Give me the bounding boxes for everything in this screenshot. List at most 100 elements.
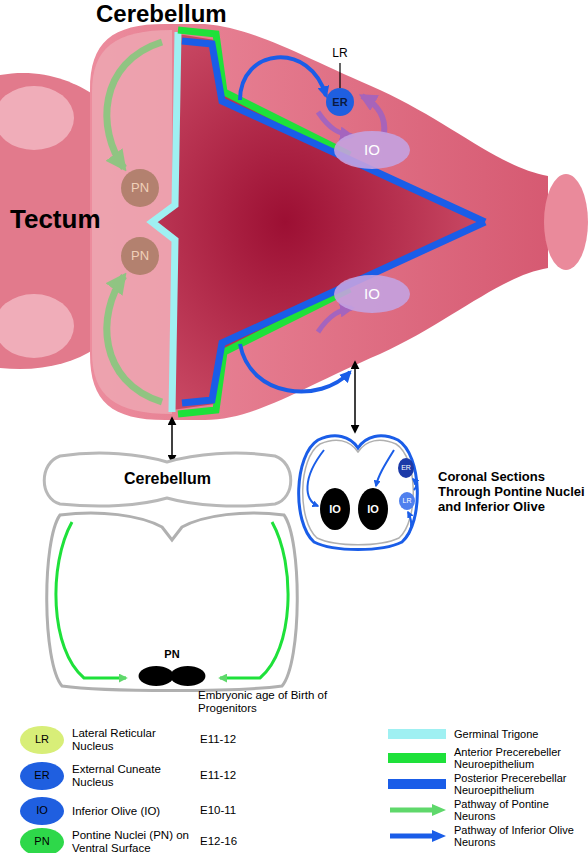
legend-text: Inferior Olive (IO) [72,797,195,825]
nucleus-shape [399,492,415,510]
olive-pathway-arrow [376,450,394,486]
nucleus-shape [398,458,414,478]
legend-swatch [20,762,64,790]
leader-line [339,63,340,88]
legend-text: Pontine Nuclei (PN) on Ventral Surface [72,828,195,853]
reticular-pathway-arrow [404,512,411,540]
nucleus-circle: PN [121,169,159,207]
legend-swatch-box [388,753,446,763]
olive-pathway-arrow [307,450,324,506]
legend-text: External Cuneate Nucleus [72,762,195,790]
anterior-neuroepithelium-band [178,30,350,155]
legend-swatch [388,753,446,763]
node-label: PN [131,249,149,263]
legend-entry: Germinal Trigone [388,721,586,747]
legend-text: Posterior Precerebellar Neuroepithelium [454,771,586,797]
node-label: IO [329,503,341,515]
node-label: ER [401,464,411,472]
callout-label: LR [326,47,354,61]
legend-swatch [388,729,446,739]
ventricle-floor [152,34,485,410]
legend-entry: Pathway of Inferior Olive Neurons [388,823,586,849]
legend-swatch [20,797,64,825]
pontine-pathway-arrow [107,276,162,402]
nucleus-ellipse: IO [334,131,410,169]
nucleus-ellipse: IO [320,488,350,530]
legend-column-header: Embryonic age of Birth of Progenitors [198,689,348,715]
legend-entry: Pathway of Pontine Neurons [388,797,586,823]
nucleus-ellipse: LR [399,492,415,510]
coronal-section-outline [47,513,298,690]
legend-abbreviation: IO [20,804,64,817]
pontine-pathway-arrow [107,42,162,168]
node-label: IO [364,286,380,303]
region-title: Cerebellum [96,0,246,28]
pontine-pathway-arrow [220,522,288,678]
node-label: IO [367,503,379,515]
legend-text: Germinal Trigone [454,721,586,747]
nucleus-shape [320,488,350,530]
coronal-section-outline [299,436,418,550]
nucleus-shape [358,488,388,530]
birth-age: E11-12 [200,733,280,746]
nucleus-circle: ER [326,88,354,116]
pontine-blob [139,666,174,686]
olive-pathway-arrow [240,344,350,392]
legend-arrow-head [432,830,446,842]
legend-arrow-head [432,804,446,816]
legend-swatch [20,828,64,853]
section-pointer [354,362,356,432]
node-label: ER [332,96,347,108]
legend-swatch-box [388,830,446,842]
cerebellum-outline: Cerebellum [40,448,295,510]
nucleus-shape [326,88,354,116]
section-caption: Coronal Sections Through Pontine Nuclei … [438,470,586,515]
legend-swatch-box [388,729,446,739]
nucleus-ellipse: ER [398,458,414,478]
posterior-neuroepithelium-band [182,222,485,403]
tectum-lobe [0,294,74,358]
olive-pathway-arrow [318,308,352,332]
cuneate-pathway-arrow [413,479,416,490]
coronal-section-outline [303,440,414,544]
legend-text: Anterior Precerebeller Neuroepithelium [454,745,586,771]
legend-abbreviation: ER [20,769,64,782]
birth-age: E12-16 [200,835,280,848]
nucleus-blob: PN [128,648,216,686]
birth-age: E11-12 [200,769,280,782]
nucleus-shape [121,169,159,207]
nucleus-circle: PN [121,237,159,275]
legend-swatch-box [388,779,446,789]
birth-age: E10-11 [200,804,280,817]
legend-abbreviation: PN [20,835,64,848]
germinal-trigone-band [152,32,178,412]
region-title: Tectum [10,205,120,235]
pontine-blob [170,666,205,686]
node-label: PN [131,181,149,195]
posterior-neuroepithelium-band [182,41,485,222]
olive-pathway-arrow [240,57,326,100]
cerebellum-shape [44,453,291,506]
legend-arrow-shaft [390,834,434,839]
legend-swatch [388,779,446,789]
legend-entry: Posterior Precerebellar Neuroepithelium [388,771,586,797]
olive-pathway-arrow [318,112,352,136]
pontine-pathway-arrow [56,522,126,678]
legend-text: Pathway of Inferior Olive Neurons [454,823,586,849]
nucleus-shape [334,275,410,313]
nucleus-shape [334,131,410,169]
spinal-cord-end [544,174,588,270]
hindbrain-body [90,24,548,420]
anterior-neuroepithelium-band [178,289,350,414]
node-label: PN [164,648,179,660]
nucleus-ellipse: IO [334,275,410,313]
legend-swatch-box [388,804,446,816]
tectum-lobe [0,86,74,150]
legend-arrow-shaft [390,808,434,813]
nucleus-ellipse: IO [358,488,388,530]
node-label: Cerebellum [124,470,211,488]
external-cuneate-pathway-arrow [362,96,384,134]
legend-entry: Anterior Precerebeller Neuroepithelium [388,745,586,771]
